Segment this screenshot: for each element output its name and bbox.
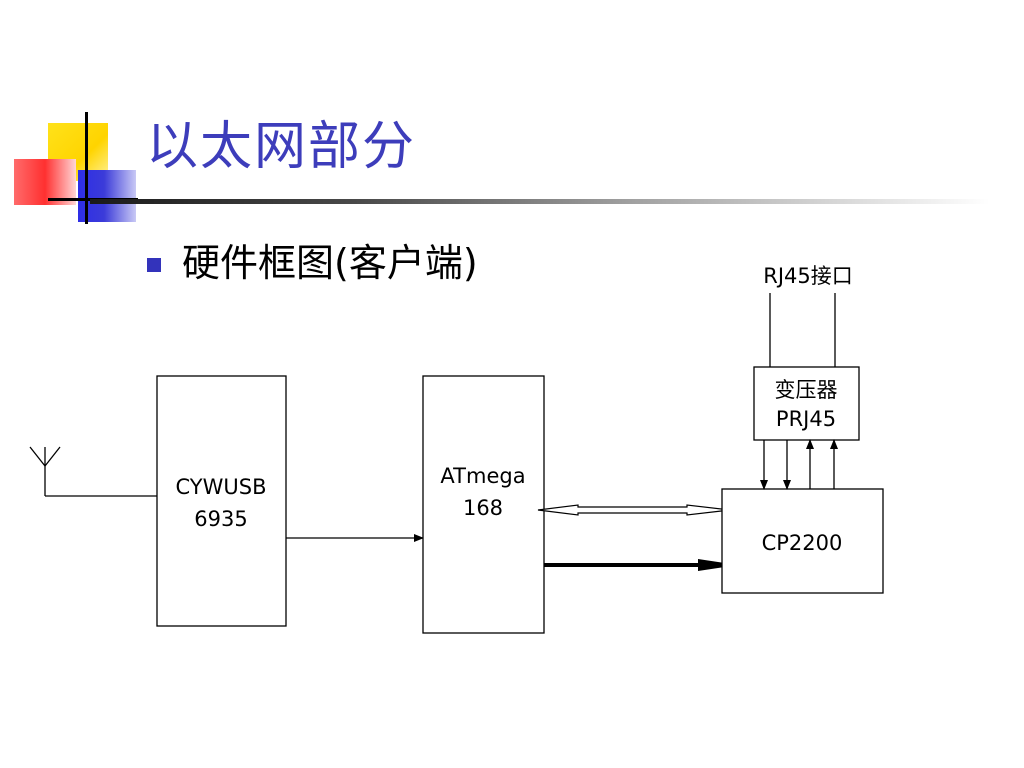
decorative-vertical-line (85, 112, 88, 224)
control-line-arrow (544, 559, 738, 571)
atmega-label-line1: ATmega (440, 464, 525, 488)
title-underline (90, 199, 990, 204)
slide-title: 以太网部分 (146, 117, 417, 177)
cp2200-block (721, 488, 884, 594)
cywusb-block (156, 375, 287, 627)
atmega-label-line2: 168 (463, 496, 503, 520)
decorative-red-square (14, 159, 76, 205)
antenna-icon (29, 446, 157, 497)
transformer-label-line2: PRJ45 (776, 407, 836, 431)
bidirectional-bus-arrow (537, 504, 731, 516)
transformer-label-line1: 变压器 (775, 378, 838, 402)
atmega-block (422, 375, 545, 634)
transformer-block (753, 366, 860, 441)
bullet-text: 硬件框图(客户端) (182, 241, 478, 285)
cywusb-label-line1: CYWUSB (176, 475, 267, 499)
cywusb-label-line2: 6935 (194, 507, 247, 531)
bullet-square-icon (147, 258, 161, 272)
rj45-interface-label: RJ45接口 (763, 264, 853, 288)
cp2200-label: CP2200 (762, 531, 843, 555)
